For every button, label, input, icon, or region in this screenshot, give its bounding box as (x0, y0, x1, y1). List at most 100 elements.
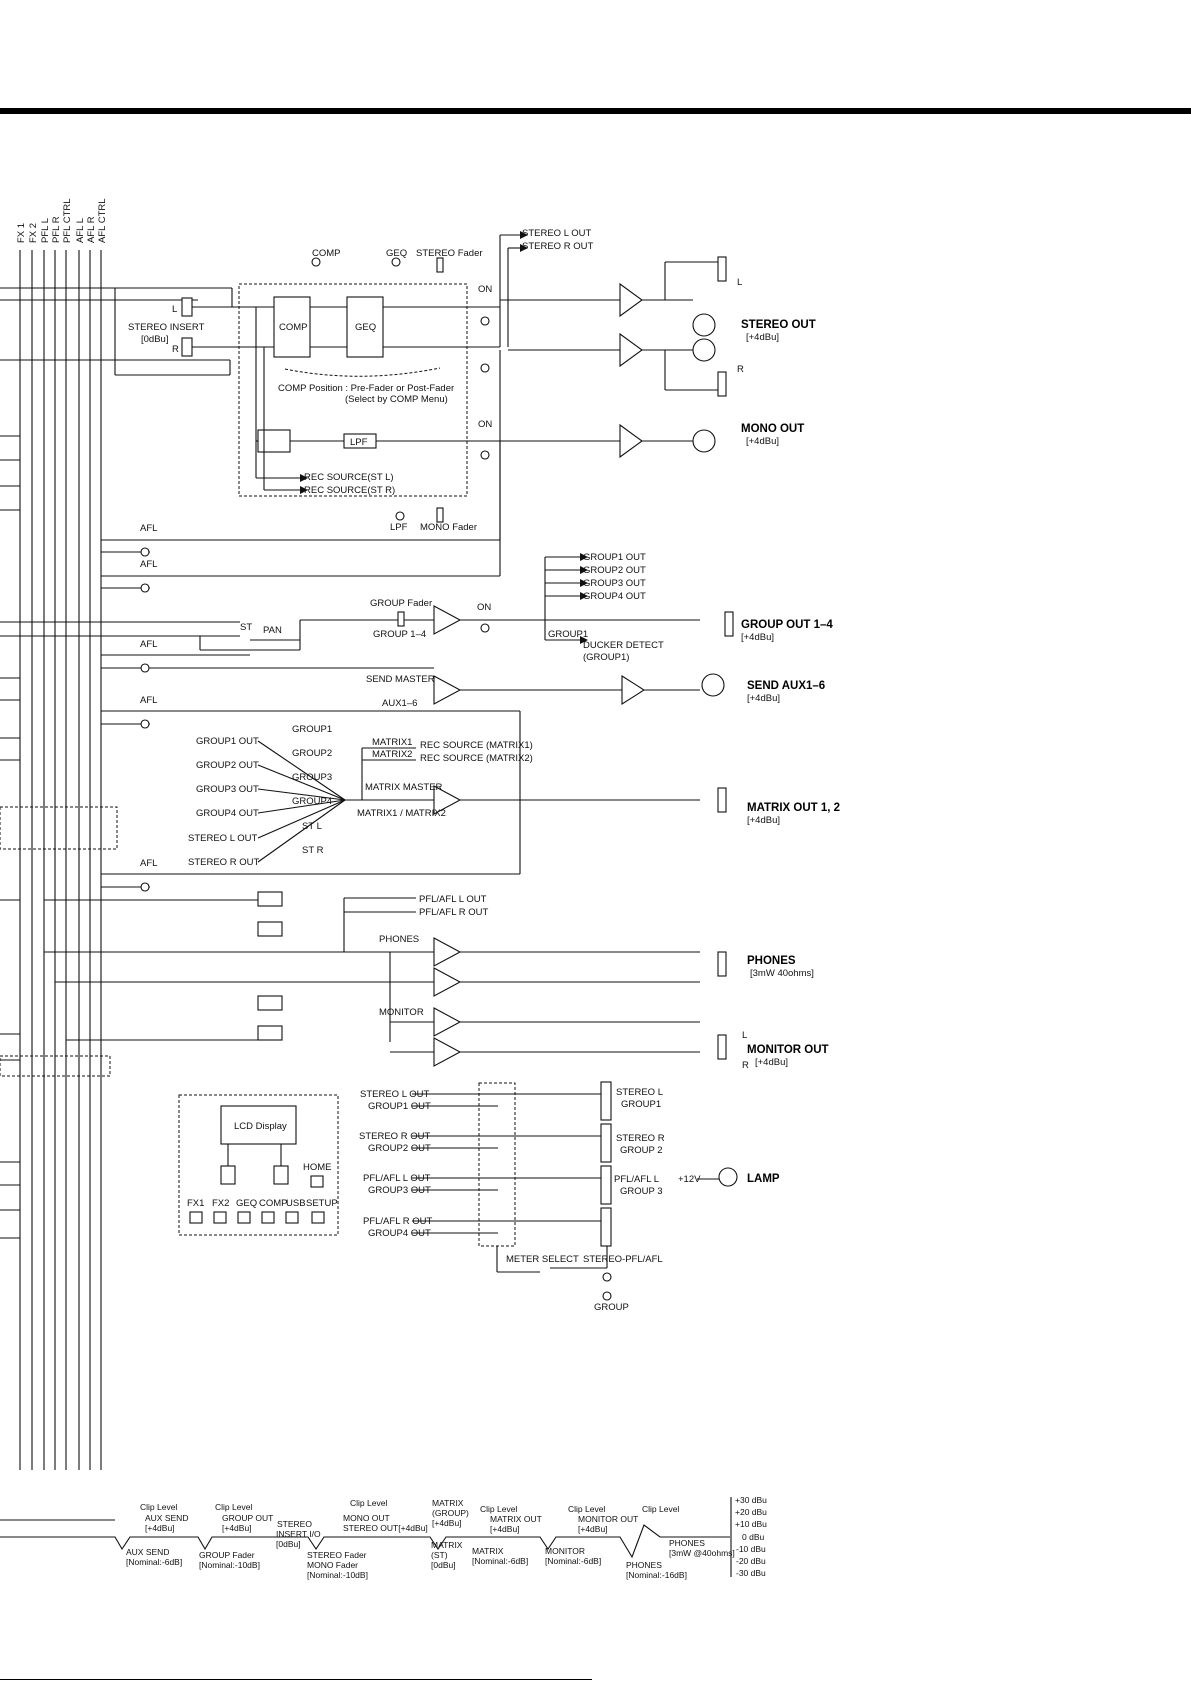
matrix2-label: MATRIX2 (372, 749, 412, 760)
stereo-l-out-label: STEREO L OUT (522, 228, 592, 239)
geq-knob-label: GEQ (386, 248, 407, 259)
group1-out-label: GROUP1 OUT (583, 552, 646, 563)
monitor-section: PFL/AFL L OUT PFL/AFL R OUT PHONES MONIT… (44, 891, 829, 1071)
ducker-group-label: (GROUP1) (583, 652, 629, 663)
afl-label-2: AFL (140, 559, 157, 570)
ld-fader-nom: [Nominal:-10dB] (307, 1570, 368, 1580)
ld-scale-minus20: -20 dBu (736, 1556, 766, 1566)
meter-label-group2: GROUP 2 (620, 1145, 663, 1156)
geq-box (346, 296, 384, 358)
rec-source-st-r: REC SOURCE(ST R) (304, 485, 395, 496)
bus-labels: FX 1 FX 2 PFL L PFL R PFL CTRL AFL L AFL… (16, 198, 108, 243)
meter-label-stereo-r: STEREO R (616, 1133, 665, 1144)
mono-out-label: MONO OUT (741, 423, 804, 435)
matrix-knob-st-l: ST L (302, 821, 322, 832)
monitor-l-label: L (742, 1030, 747, 1041)
matrix-out-label: MATRIX OUT 1, 2 (747, 802, 840, 814)
meter-in-stereo-r: STEREO R OUT (359, 1131, 430, 1142)
ld-phones: PHONES (626, 1560, 662, 1570)
ld-scale-plus10: +10 dBu (735, 1519, 767, 1529)
rec-source-matrix2: REC SOURCE (MATRIX2) (420, 753, 533, 764)
group-fader-label: GROUP Fader (370, 598, 432, 609)
matrix-section: GROUP1 OUT GROUP2 OUT GROUP3 OUT GROUP4 … (188, 711, 840, 874)
matrix-knob-group4: GROUP4 (292, 796, 332, 807)
phones-knob-label: PHONES (379, 934, 419, 945)
matrix-in-group1: GROUP1 OUT (196, 736, 259, 747)
ld-matrix-st2: (ST) (431, 1550, 448, 1560)
matrix-in-stereo-l: STEREO L OUT (188, 833, 258, 844)
ld-phones-nom: [Nominal:-16dB] (626, 1570, 687, 1580)
left-feeds (0, 287, 240, 1521)
ld-matrix-st: MATRIX (431, 1540, 463, 1550)
ld-aux-send-out: AUX SEND (145, 1513, 188, 1523)
meter-in-group1: GROUP1 OUT (368, 1101, 431, 1112)
lcd-btn-geq-label: GEQ (236, 1198, 257, 1209)
meter-group-label: GROUP (594, 1302, 629, 1313)
ld-scale-plus30: +30 dBu (735, 1495, 767, 1505)
comp-box (273, 296, 311, 358)
ld-stereo-insert2: INSERT I/O (276, 1529, 321, 1539)
meter-in-pfl-l: PFL/AFL L OUT (363, 1173, 431, 1184)
clip-level-1: Clip Level (140, 1502, 177, 1512)
lcd-btn-setup-label: SETUP (306, 1198, 338, 1209)
aux-section: SEND MASTER AUX1–6 SEND AUX1–6 [+4dBu] (150, 667, 825, 712)
phones-out-label: PHONES (747, 955, 796, 967)
insert-jack-r (181, 337, 193, 357)
bus-label-fx1: FX 1 (16, 223, 27, 243)
ld-mono-out: MONO OUT (343, 1513, 390, 1523)
comp-box-label: COMP (279, 322, 308, 333)
ld-matrix: MATRIX (472, 1546, 504, 1556)
lpf-knob-label: LPF (390, 522, 408, 533)
stereo-insert-level: [0dBu] (141, 334, 168, 345)
monitor-out-level: [+4dBu] (755, 1057, 788, 1068)
stereo-out-l-label: L (737, 277, 742, 288)
monitor-r-label: R (742, 1060, 749, 1071)
stereo-section: COMP GEQ LPF (0, 228, 620, 533)
ducker-detect-label: DUCKER DETECT (583, 640, 664, 651)
group3-out-label: GROUP3 OUT (583, 578, 646, 589)
meter-in-stereo-l: STEREO L OUT (360, 1089, 430, 1100)
ld-matrix-group2: (GROUP) (432, 1508, 469, 1518)
ld-mono-fader: MONO Fader (307, 1560, 358, 1570)
output-drivers: L R STEREO OUT [+4dBu] MONO OUT [+4dBu] (619, 256, 816, 459)
matrix-knob-group3: GROUP3 (292, 772, 332, 783)
ducker-group1-label: GROUP1 (548, 629, 588, 640)
bus-label-afl-l: AFL L (75, 218, 86, 243)
lcd-dashed-frame (178, 1094, 339, 1236)
mono-sum-box (257, 429, 291, 453)
lamp-label: LAMP (747, 1173, 780, 1185)
lcd-display-label: LCD Display (234, 1121, 287, 1132)
send-aux-label: SEND AUX1–6 (747, 680, 825, 692)
comp-knob-label: COMP (312, 248, 341, 259)
bus-label-pfl-r: PFL R (51, 216, 62, 243)
bus-label-afl-ctrl: AFL CTRL (97, 198, 108, 243)
matrix1-label: MATRIX1 (372, 737, 412, 748)
ld-matrix-nom: [Nominal:-6dB] (472, 1556, 528, 1566)
group-out-level: [+4dBu] (741, 632, 774, 643)
bus-label-afl-r: AFL R (86, 216, 97, 243)
matrix-knob-group1: GROUP1 (292, 724, 332, 735)
stereo-out-level: [+4dBu] (746, 332, 779, 343)
rec-source-matrix1: REC SOURCE (MATRIX1) (420, 740, 533, 751)
group-on-label: ON (477, 602, 491, 613)
lcd-btn-fx2-label: FX2 (212, 1198, 229, 1209)
ld-matrix-group3: [+4dBu] (432, 1518, 462, 1528)
lcd-btn-fx1-label: FX1 (187, 1198, 204, 1209)
comp-select-label: (Select by COMP Menu) (345, 394, 448, 405)
send-master-label: SEND MASTER (366, 674, 435, 685)
stereo-on-label: ON (478, 284, 492, 295)
matrix1-2-label: MATRIX1 / MATRIX2 (357, 808, 446, 819)
meter-in-pfl-r: PFL/AFL R OUT (363, 1216, 433, 1227)
lcd-btn-usb-label: USB (286, 1198, 306, 1209)
stereo-fader-label: STEREO Fader (416, 248, 483, 259)
group-pan-label: PAN (263, 625, 282, 636)
meter-label-group3: GROUP 3 (620, 1186, 663, 1197)
lamp-voltage-label: +12V (678, 1174, 701, 1185)
mono-fader-label: MONO Fader (420, 522, 477, 533)
meter-label-pfl-l: PFL/AFL L (614, 1174, 659, 1185)
ld-scale-plus20: +20 dBu (735, 1507, 767, 1517)
lcd-btn-comp-label: COMP (259, 1198, 288, 1209)
ld-scale-minus30: -30 dBu (736, 1568, 766, 1578)
matrix-out-level: [+4dBu] (747, 815, 780, 826)
